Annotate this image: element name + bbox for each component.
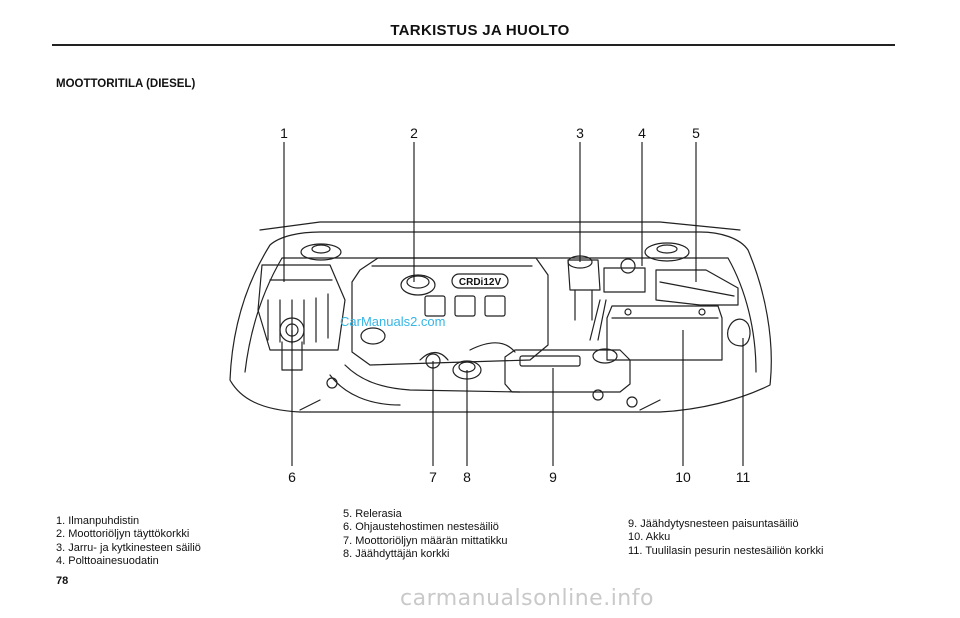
legend-column-1: 1. Ilmanpuhdistin 2. Moottoriöljyn täytt… [56, 515, 201, 568]
watermark-carmanuals2: CarManuals2.com [340, 314, 446, 329]
legend-item: 5. Relerasia [343, 508, 402, 520]
legend-item: 8. Jäähdyttäjän korkki [343, 547, 450, 560]
engine-badge: CRDi12V [459, 277, 502, 288]
callout-8: 8 [463, 469, 471, 485]
callout-5: 5 [692, 125, 700, 141]
callout-7: 7 [429, 469, 437, 485]
legend-item: 2. Moottoriöljyn täyttökorkki [56, 528, 190, 541]
section-heading: MOOTTORITILA (DIESEL) [56, 78, 196, 90]
legend-item: 6. Ohjaustehostimen nestesäiliö [343, 521, 499, 534]
legend-item: 7. Moottoriöljyn määrän mittatikku [343, 534, 508, 547]
legend-item: 1. Ilmanpuhdistin [56, 515, 140, 527]
watermark-carmanualsonline: carmanualsonline.info [400, 586, 654, 611]
legend-item: 9. Jäähdytysnesteen paisuntasäiliö [628, 518, 799, 530]
callout-11: 11 [736, 469, 751, 485]
callout-4: 4 [638, 125, 646, 141]
legend-item: 11. Tuulilasin pesurin nestesäiliön kork… [628, 544, 824, 557]
legend-item: 10. Akku [628, 531, 671, 544]
legend-item: 4. Polttoainesuodatin [56, 554, 159, 567]
callout-6: 6 [288, 469, 296, 485]
callout-3: 3 [576, 125, 584, 141]
legend-item: 3. Jarru- ja kytkinesteen säiliö [56, 541, 201, 554]
callout-1: 1 [280, 125, 288, 141]
page-header-title: TARKISTUS JA HUOLTO [390, 22, 570, 39]
header-divider [52, 44, 895, 46]
page-number: 78 [56, 575, 69, 587]
legend-column-2: 5. Relerasia 6. Ohjaustehostimen nestesä… [343, 508, 507, 561]
legend-column-3: 9. Jäähdytysnesteen paisuntasäiliö 10. A… [628, 518, 823, 558]
callout-9: 9 [549, 469, 557, 485]
callout-2: 2 [410, 125, 418, 141]
callout-10: 10 [675, 469, 691, 485]
